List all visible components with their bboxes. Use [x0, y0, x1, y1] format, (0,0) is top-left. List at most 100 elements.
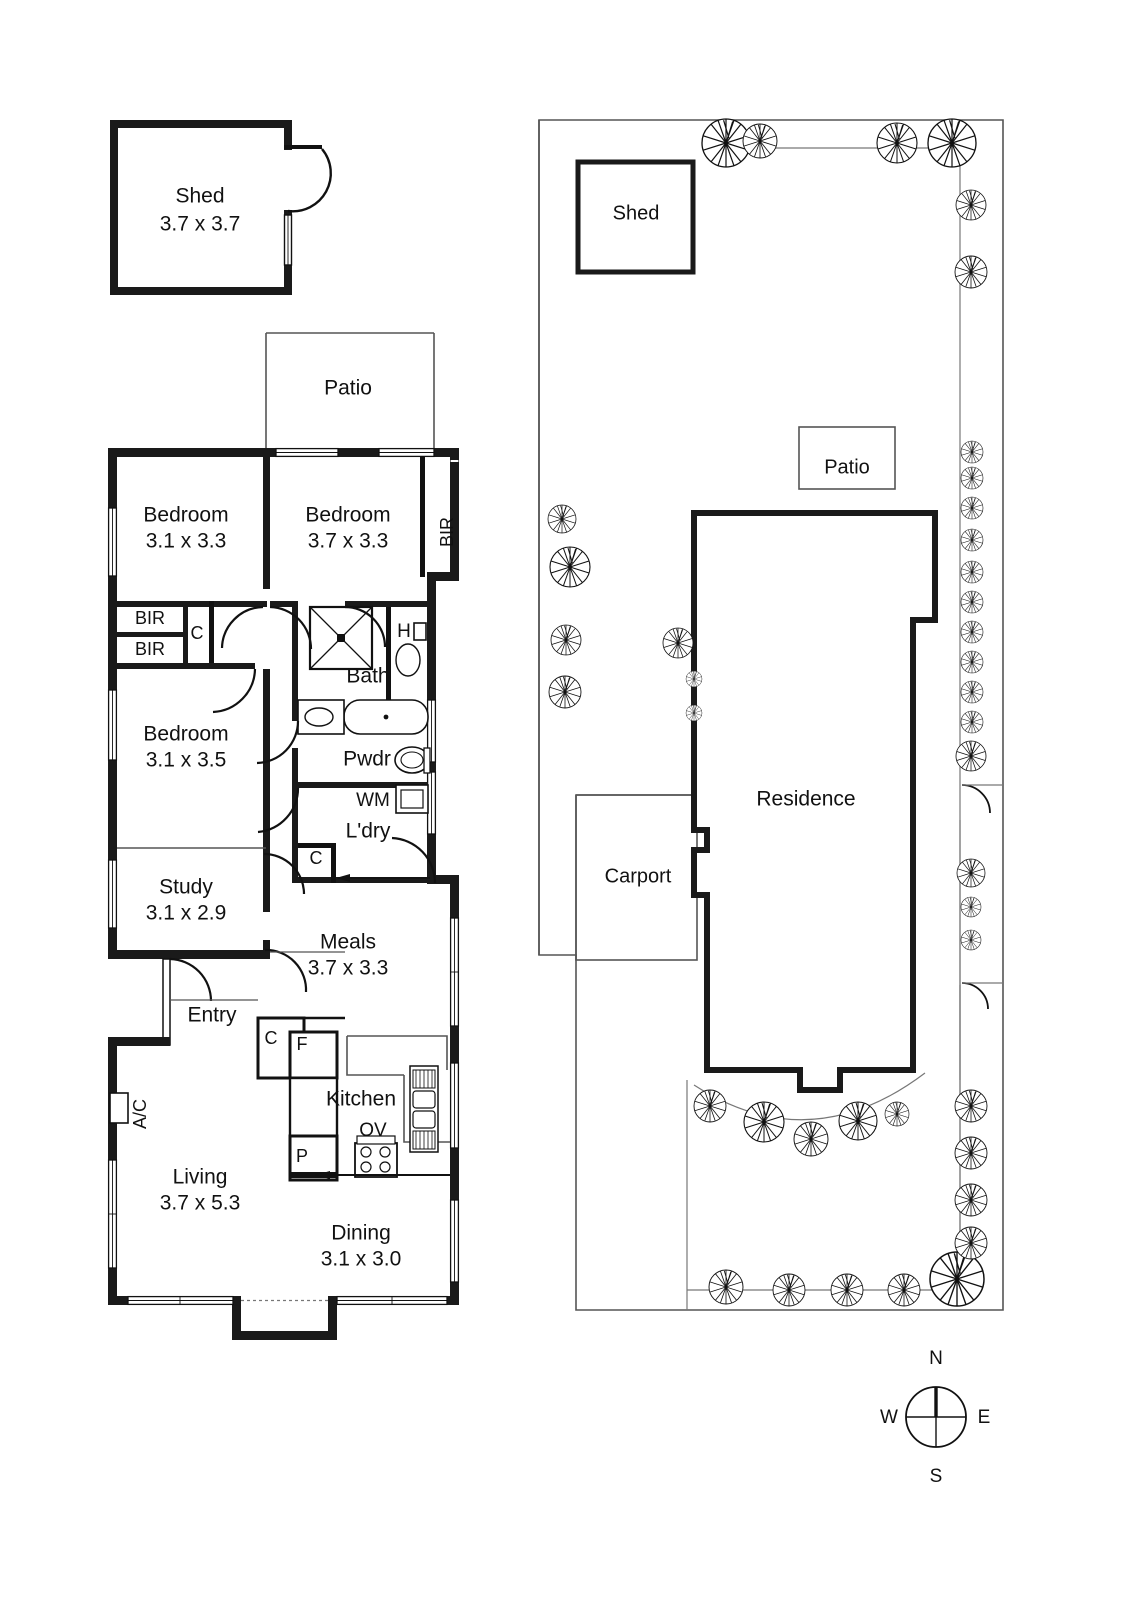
label-bath: Bath [346, 665, 389, 688]
label-pwdr: Pwdr [343, 748, 391, 771]
basin-symbol [304, 707, 334, 727]
shed-wall-bottom [110, 287, 292, 295]
site-shed-label: Shed [613, 202, 660, 224]
door-entry-inner [264, 948, 308, 993]
residence-label: Residence [756, 788, 855, 811]
window-living-bottom [127, 1295, 234, 1306]
meals-direction-arrow [336, 874, 350, 882]
hot-water-unit [395, 643, 421, 677]
patio-label: Patio [324, 377, 372, 400]
window-dining-right [449, 1199, 460, 1283]
kitchen-direction-arrow [315, 1171, 330, 1179]
label-bir-bottom: BIR [135, 639, 165, 659]
wall-ldry-left [292, 788, 298, 883]
label-air-conditioner: A/C [130, 1099, 150, 1129]
ext-wall-bay-left [232, 1296, 241, 1340]
label-bir-top: BIR [135, 608, 165, 628]
label-bedroom2: Bedroom [305, 504, 390, 527]
wall-pwdr-bottom [298, 782, 428, 788]
shed-dimensions: 3.7 x 3.7 [160, 213, 241, 236]
wall-closet-c-right [209, 601, 214, 668]
entry-door-frame [162, 958, 171, 1046]
window-bath-right [426, 699, 437, 763]
kitchen-bench-upper-inner [346, 1036, 404, 1076]
window-bedroom3-left [107, 689, 118, 761]
label-fridge: F [297, 1034, 308, 1054]
shed-door-header [284, 145, 322, 149]
wall-ldry-closet-top [298, 843, 336, 848]
kitchen-bench-vertical [288, 1076, 339, 1138]
wall-bed2-bottom-b [345, 601, 427, 607]
compass-west-label: W [880, 1407, 898, 1428]
label-living: Living [173, 1166, 228, 1189]
ext-wall-bay-right [328, 1296, 337, 1340]
wall-ldry-closet-right [331, 843, 336, 883]
door-study [263, 852, 306, 895]
door-swings-group [169, 605, 437, 1002]
window-meals-right [449, 917, 460, 1027]
window-study-left [107, 859, 118, 929]
door-meals-ext [391, 836, 437, 884]
hot-water-box [413, 622, 427, 641]
site-shed: Shed [575, 159, 696, 275]
shed-wall-left [110, 120, 118, 295]
door-bath-hall [256, 720, 300, 765]
site-patio: Patio [798, 426, 896, 490]
shed-wall-top [110, 120, 292, 128]
label-entry: Entry [187, 1004, 237, 1027]
ext-wall-bay-bottom [232, 1331, 337, 1340]
wall-bath-left-upper [292, 601, 298, 721]
label-study: Study [159, 876, 213, 899]
wall-bir-divider [117, 632, 187, 637]
shower-symbol [308, 605, 374, 671]
door-entry-front [169, 957, 213, 1002]
window-living-left [107, 1159, 118, 1269]
windows-group [107, 447, 460, 1306]
dims-bedroom2: 3.7 x 3.3 [308, 530, 389, 553]
wall-bir-right [183, 601, 188, 668]
door-bedroom3 [212, 668, 257, 714]
compass-south-label: S [930, 1466, 943, 1487]
label-closet-entry: C [265, 1028, 278, 1048]
window-dining-bottom [336, 1295, 448, 1306]
patio-outline-group: Patio [265, 332, 435, 455]
sink-symbol [409, 1065, 439, 1153]
window-bedroom1-left [107, 507, 118, 577]
window-bedroom2-top-a [275, 447, 339, 458]
compass-rose: N S E W [880, 1348, 990, 1487]
dims-living: 3.7 x 5.3 [160, 1192, 241, 1215]
label-bedroom1: Bedroom [143, 504, 228, 527]
patio-outline [265, 332, 435, 455]
ac-unit-symbol [109, 1092, 129, 1124]
wall-bed2-bir [420, 457, 425, 577]
shed-wall-right-upper [284, 120, 292, 150]
label-meals: Meals [320, 931, 376, 954]
wall-study-right-a [263, 854, 270, 912]
shed-window [283, 214, 293, 266]
dims-dining: 3.1 x 3.0 [321, 1248, 402, 1271]
wall-study-bottom [170, 950, 265, 959]
site-plan: Shed Patio Carport Residence [538, 118, 1004, 1311]
label-oven: OV [359, 1120, 387, 1141]
toilet-bowl-inner [400, 751, 424, 769]
internal-walls-group [109, 457, 450, 1182]
bathroom-fixtures-group [297, 622, 431, 814]
shed-label: Shed [175, 185, 224, 208]
wall-bath-left-lower [292, 748, 298, 818]
compass-north-label: N [929, 1348, 943, 1369]
site-patio-label: Patio [824, 456, 870, 478]
window-kitchen-right [449, 1062, 460, 1149]
detached-shed-group: Shed 3.7 x 3.7 [110, 120, 332, 295]
door-bath [344, 605, 387, 648]
wall-bed1-bottom [117, 601, 267, 607]
ext-wall-right-bedroom [450, 448, 459, 580]
label-closet-ldry: C [310, 848, 323, 868]
residence-footprint [691, 510, 938, 1093]
window-bedroom2-top-b [378, 447, 435, 458]
label-washing-machine: WM [356, 790, 390, 811]
site-carport-label: Carport [605, 865, 672, 887]
label-closet-hall: C [191, 623, 204, 643]
wall-hw-closet [386, 607, 391, 715]
